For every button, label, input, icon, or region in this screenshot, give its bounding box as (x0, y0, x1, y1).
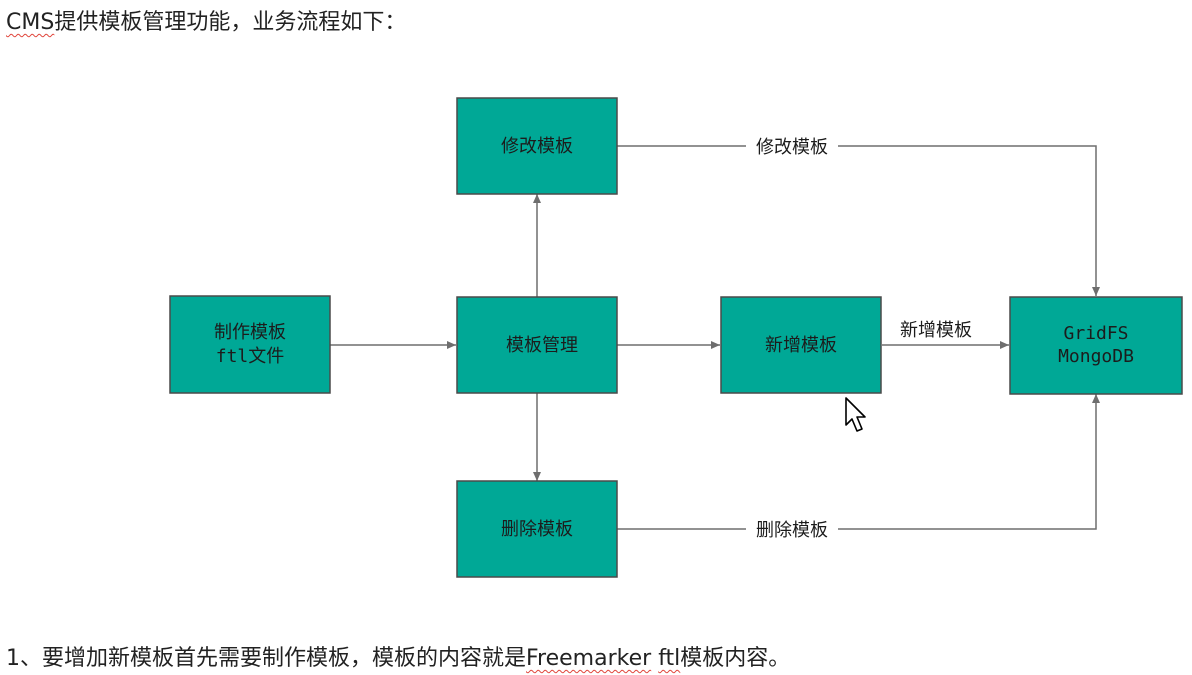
node-gridfs-box (1009, 296, 1183, 395)
node-modify-template-label: 修改模板 (501, 136, 573, 157)
node-make-template-box (169, 295, 331, 394)
edge-modify-to-gridfs (617, 145, 1100, 296)
edge-label-modify: 修改模板 (756, 137, 828, 158)
node-modify-template: 修改模板 (456, 97, 618, 195)
page-heading: CMS提供模板管理功能，业务流程如下： (6, 8, 406, 38)
edge-label-add: 新增模板 (900, 320, 972, 341)
node-make-template-line2: ftl文件 (216, 346, 285, 367)
footer-text-1: 1、要增加新模板首先需要制作模板，模板的内容就是 (6, 646, 526, 671)
heading-text: 提供模板管理功能，业务流程如下： (54, 10, 407, 35)
node-delete-template-label: 删除模板 (501, 519, 573, 540)
node-make-template: 制作模板 ftl文件 (169, 295, 331, 394)
node-gridfs-line2: MongoDB (1058, 346, 1134, 367)
node-modify-template-box (456, 97, 618, 195)
edge-label-delete-bg (746, 517, 838, 541)
edges (330, 145, 1100, 530)
edge-labels: 修改模板 新增模板 删除模板 (746, 134, 972, 541)
heading-cms: CMS (6, 10, 55, 35)
node-template-management: 模板管理 (456, 296, 618, 394)
node-delete-template-box (456, 480, 618, 578)
edge-label-delete: 删除模板 (756, 520, 828, 541)
footer-ftl: ftl (658, 646, 681, 671)
edge-label-modify-bg (746, 134, 838, 158)
node-gridfs-line1: GridFS (1063, 323, 1128, 344)
node-template-management-label: 模板管理 (506, 335, 578, 356)
node-add-template-box (720, 296, 882, 394)
node-template-management-box (456, 296, 618, 394)
node-make-template-line1: 制作模板 (214, 322, 286, 343)
node-delete-template: 删除模板 (456, 480, 618, 578)
footer-freemarker: Freemarker (526, 646, 652, 671)
node-add-template: 新增模板 (720, 296, 882, 394)
footer-text-2: 模板内容。 (680, 646, 791, 671)
node-add-template-label: 新增模板 (765, 335, 837, 356)
footer-note: 1、要增加新模板首先需要制作模板，模板的内容就是Freemarker ftl模板… (6, 644, 790, 674)
node-gridfs: GridFS MongoDB (1009, 296, 1183, 395)
mouse-pointer-icon (845, 397, 866, 432)
